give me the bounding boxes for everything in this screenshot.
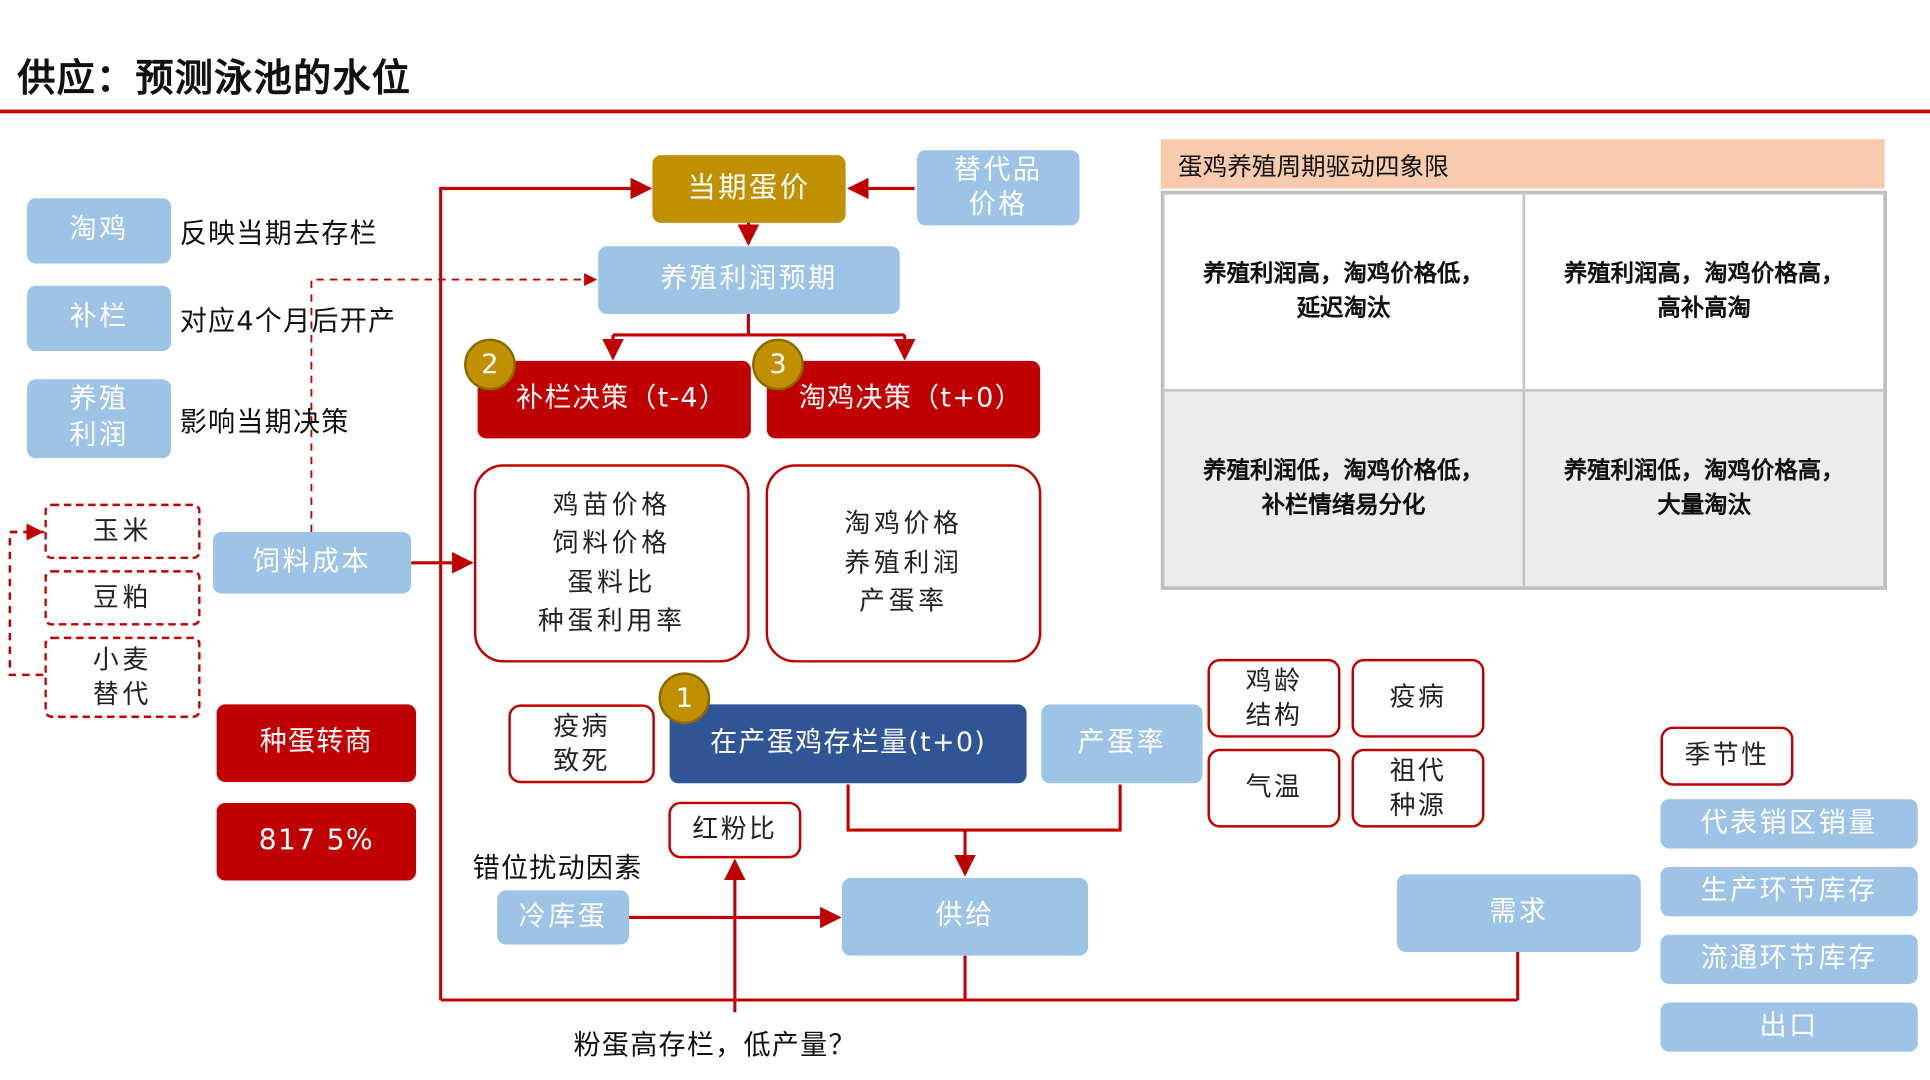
- temperature-node: 气温: [1207, 748, 1341, 828]
- hen-age-node: 鸡龄 结构: [1207, 658, 1341, 738]
- page-title: 供应：预测泳池的水位: [17, 56, 412, 101]
- soymeal-node: 豆粕: [44, 570, 201, 626]
- title-rule: [0, 109, 1930, 114]
- value-box: 817 5%: [216, 802, 417, 881]
- wheat-substitute-node: 小麦 替代: [44, 636, 201, 718]
- substitute-price-node: 替代品 价格: [917, 150, 1080, 226]
- badge-2: 2: [464, 338, 516, 391]
- cull-decision-node: 淘鸡决策（t+0）: [766, 360, 1041, 439]
- restock-factors-box: 鸡苗价格 饲料价格 蛋料比 种蛋利用率: [473, 464, 750, 663]
- legend-tag-cull: 淘鸡: [27, 198, 172, 264]
- grand-stock-node: 祖代 种源: [1351, 748, 1485, 828]
- loop-line: [439, 177, 653, 1000]
- restock-decision-node: 补栏决策（t-4）: [477, 360, 751, 439]
- misalign-factors-label: 错位扰动因素: [472, 853, 643, 885]
- legend-tag-restock: 补栏: [27, 285, 172, 351]
- quadrant-grid: 养殖利润高，淘鸡价格低， 延迟淘汰 养殖利润高，淘鸡价格高， 高补高淘 养殖利润…: [1160, 190, 1887, 590]
- demand-node: 需求: [1397, 874, 1641, 952]
- production-inventory-node: 生产环节库存: [1660, 866, 1918, 917]
- profit-expectation-node: 养殖利润预期: [598, 246, 900, 315]
- feed-to-profit-dashed: [310, 273, 598, 533]
- disease-death-node: 疫病 致死: [508, 704, 655, 784]
- quadrant-cell-low-profit-low-cull: 养殖利润低，淘鸡价格低， 补栏情绪易分化: [1163, 390, 1524, 588]
- laying-rate-node: 产蛋率: [1041, 704, 1203, 784]
- sales-volume-node: 代表销区销量: [1660, 799, 1918, 849]
- layer-stock-node: 在产蛋鸡存栏量(t+0): [669, 704, 1027, 784]
- legend-desc-restock: 对应4个月后开产: [179, 306, 397, 338]
- cold-storage-egg-node: 冷库蛋: [497, 890, 629, 945]
- question-label: 粉蛋高存栏，低产量？: [573, 1030, 857, 1062]
- seasonality-node: 季节性: [1660, 726, 1794, 786]
- export-node: 出口: [1660, 1002, 1918, 1052]
- egg-price-node: 当期蛋价: [652, 155, 846, 223]
- circulation-inventory-node: 流通环节库存: [1660, 934, 1918, 984]
- legend-desc-cull: 反映当期去存栏: [179, 219, 378, 250]
- badge-3: 3: [752, 338, 804, 391]
- feed-cost-node: 饲料成本: [212, 532, 412, 594]
- red-pink-ratio-node: 红粉比: [668, 801, 802, 859]
- supply-node: 供给: [841, 878, 1089, 956]
- breeding-egg-node: 种蛋转商: [216, 704, 417, 783]
- quadrant-cell-high-profit-low-cull: 养殖利润高，淘鸡价格低， 延迟淘汰: [1163, 193, 1524, 391]
- cull-factors-box: 淘鸡价格 养殖利润 产蛋率: [765, 464, 1042, 663]
- quadrant-cell-low-profit-high-cull: 养殖利润低，淘鸡价格高， 大量淘汰: [1523, 390, 1885, 588]
- badge-1: 1: [658, 672, 711, 725]
- legend-tag-profit: 养殖 利润: [27, 379, 172, 459]
- disease-node: 疫病: [1351, 658, 1485, 738]
- legend-desc-profit: 影响当期决策: [179, 407, 350, 439]
- quadrant-cell-high-profit-high-cull: 养殖利润高，淘鸡价格高， 高补高淘: [1523, 193, 1885, 391]
- quadrant-title: 蛋鸡养殖周期驱动四象限: [1160, 139, 1885, 189]
- corn-node: 玉米: [44, 503, 201, 560]
